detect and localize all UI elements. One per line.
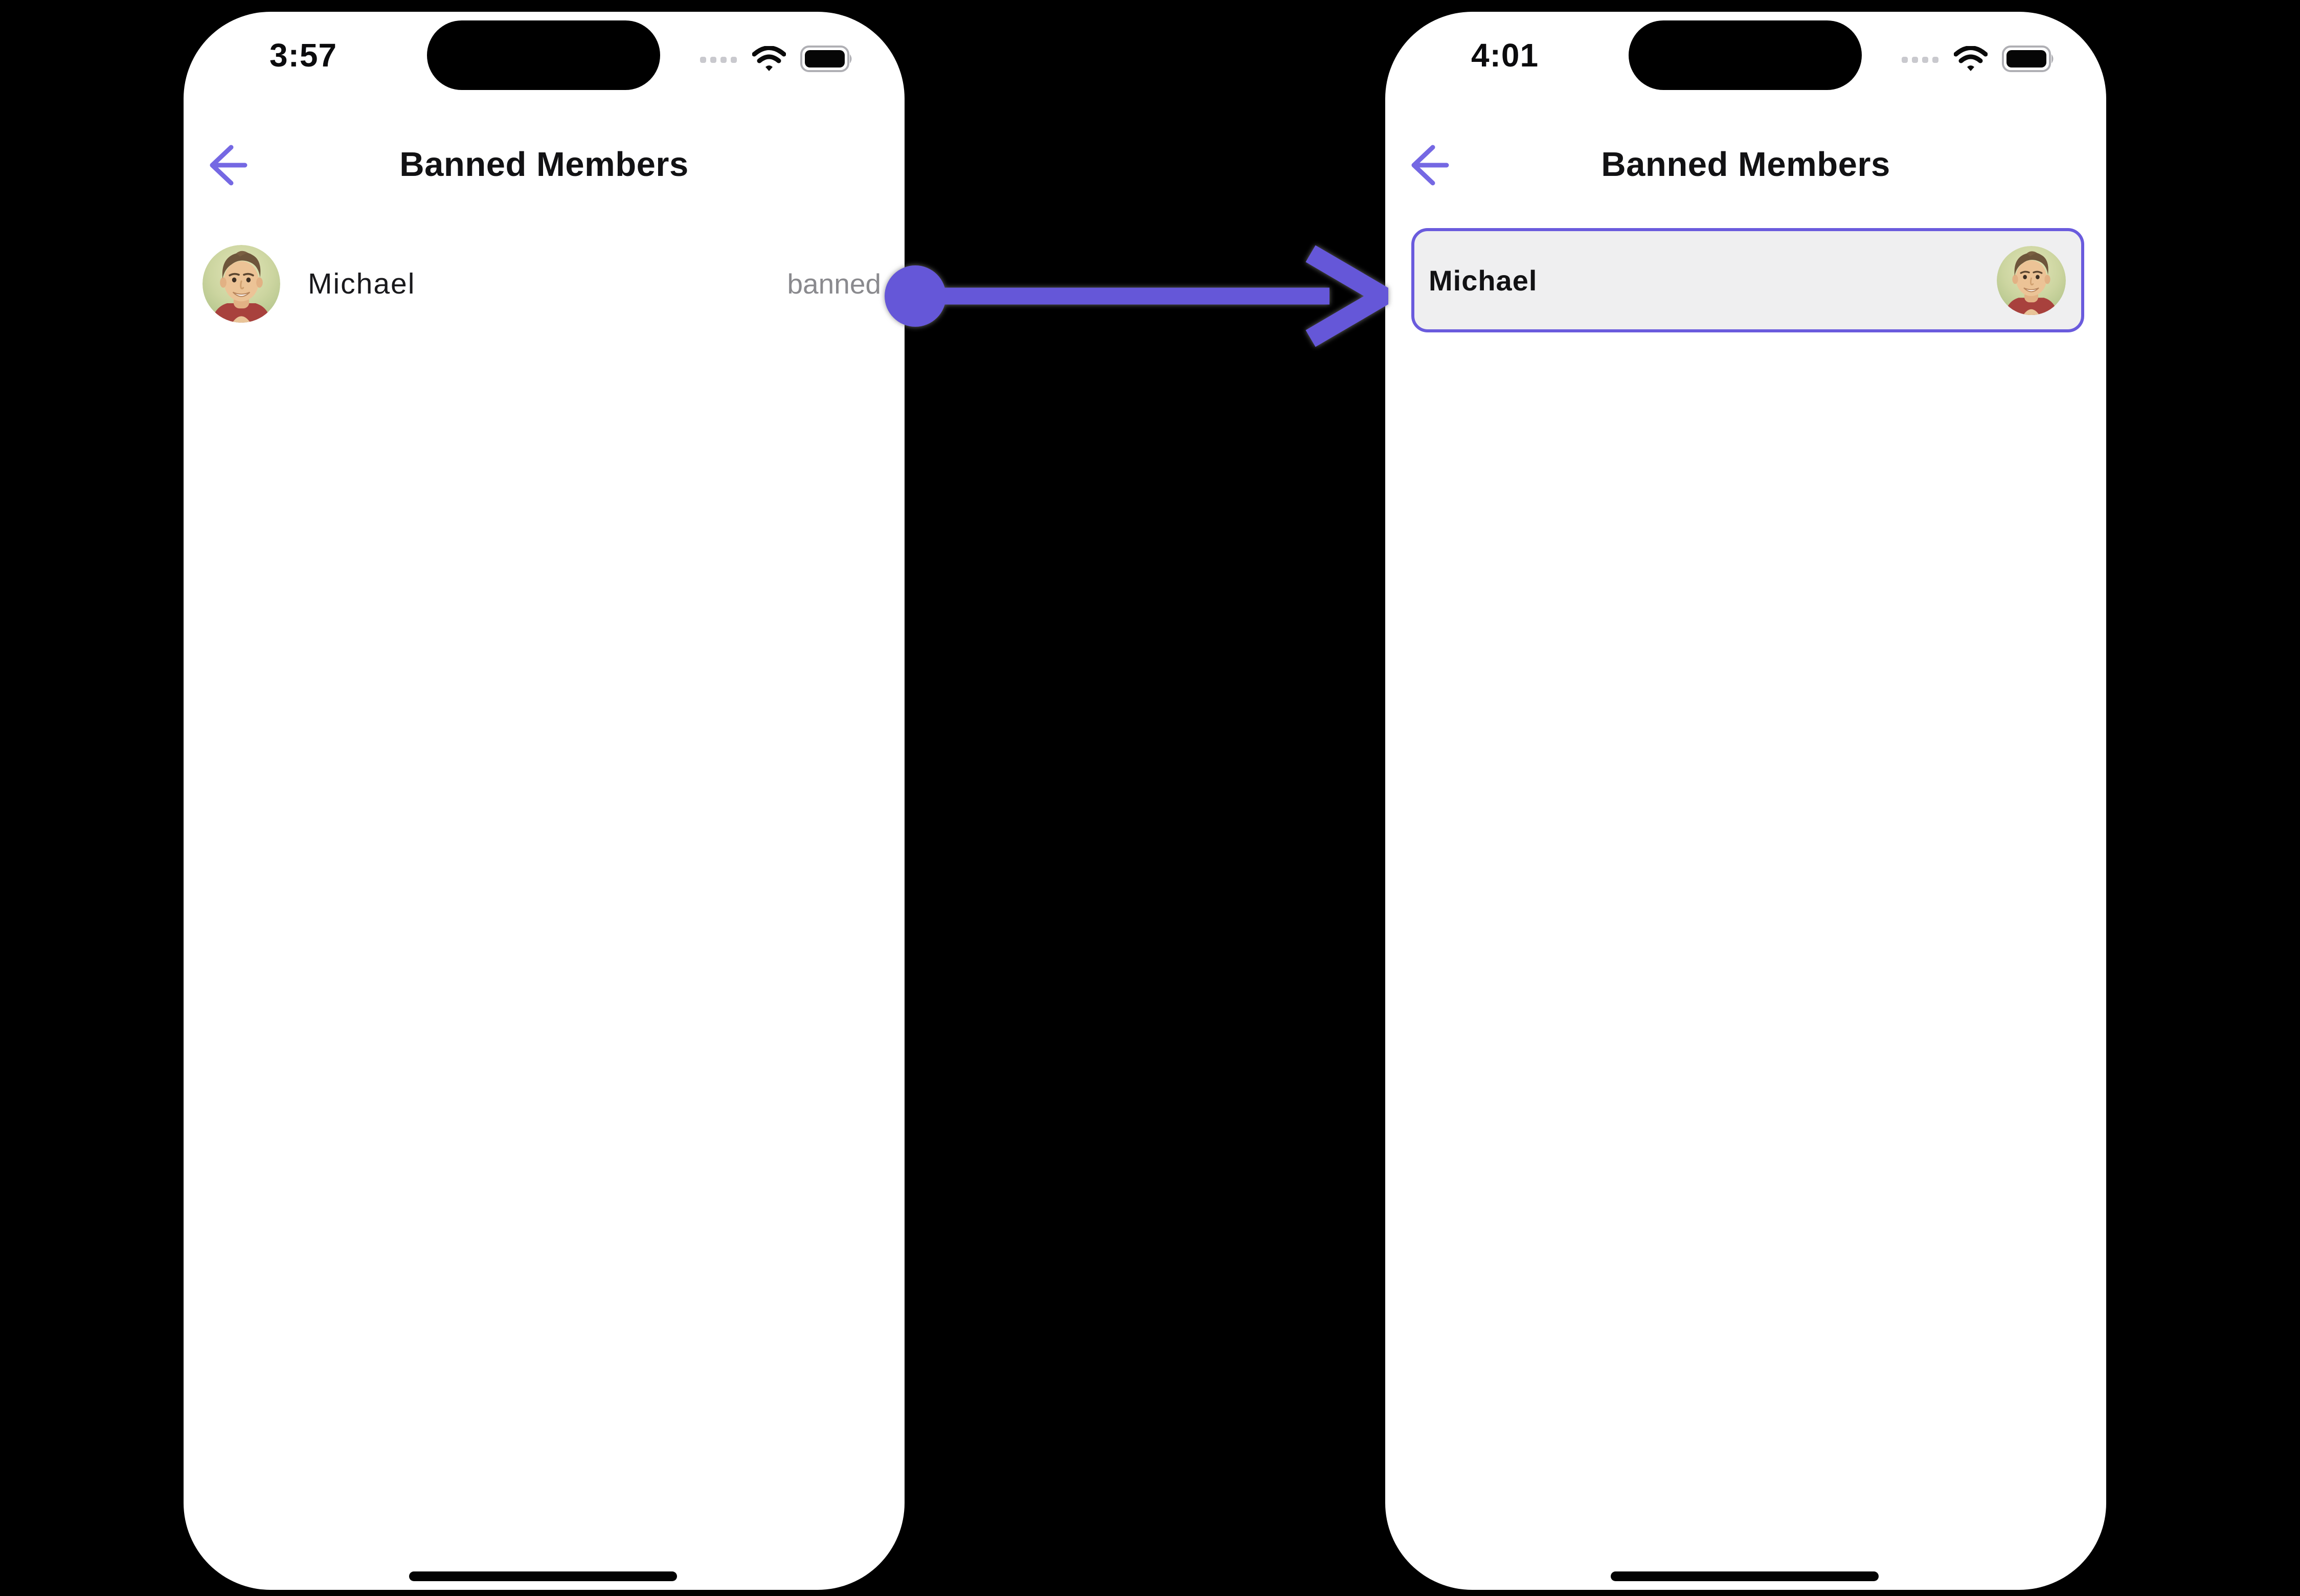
home-indicator[interactable]	[1611, 1571, 1879, 1581]
flow-arrow-right-icon	[885, 245, 1388, 347]
status-time: 3:57	[269, 37, 337, 74]
cellular-dots-icon	[700, 57, 737, 63]
page-title: Banned Members	[1601, 145, 1890, 184]
arrow-left-icon	[210, 145, 247, 186]
status-icons	[1902, 43, 2055, 74]
wifi-icon	[752, 46, 786, 71]
back-button[interactable]	[206, 143, 250, 188]
navigation-bar: Banned Members	[1385, 141, 2106, 190]
cellular-dots-icon	[1902, 57, 1938, 63]
phone-after: 4:01	[1385, 12, 2106, 1590]
navigation-bar: Banned Members	[184, 141, 905, 190]
back-button[interactable]	[1408, 143, 1452, 188]
dynamic-island	[427, 20, 660, 90]
member-name: Michael	[308, 267, 416, 300]
battery-full-icon	[2002, 46, 2054, 72]
member-status-badge: banned	[787, 268, 881, 300]
phone-before: 3:57	[184, 12, 905, 1590]
home-indicator[interactable]	[409, 1571, 677, 1581]
member-name: Michael	[1429, 264, 1538, 297]
status-time: 4:01	[1471, 37, 1539, 74]
page-title: Banned Members	[399, 145, 689, 184]
avatar	[1997, 246, 2066, 315]
banned-member-card[interactable]: Michael	[1411, 228, 2084, 332]
status-icons	[700, 43, 853, 74]
banned-member-row[interactable]: Michael banned	[184, 245, 905, 323]
battery-full-icon	[800, 46, 852, 72]
wifi-icon	[1954, 46, 1988, 71]
avatar	[202, 245, 280, 323]
arrow-left-icon	[1411, 145, 1449, 186]
dynamic-island	[1629, 20, 1862, 90]
